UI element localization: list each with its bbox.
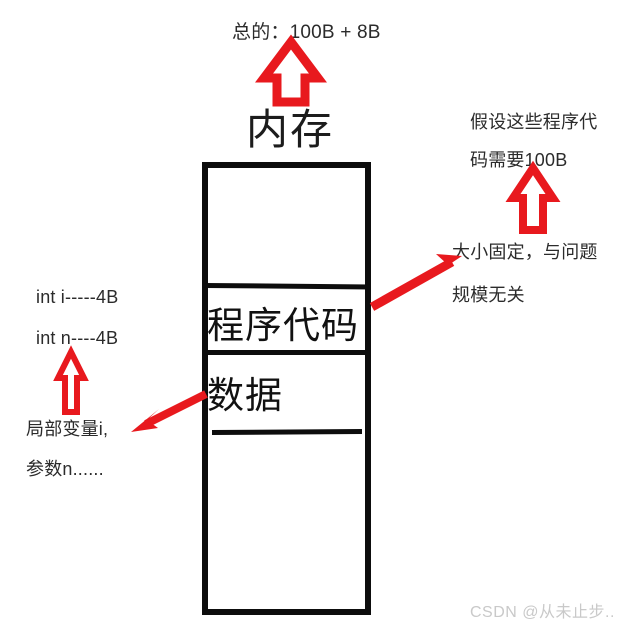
data-label: 数据 bbox=[207, 375, 283, 416]
locals-up-arrow bbox=[53, 345, 89, 415]
page-title: 内存 bbox=[246, 106, 335, 153]
csdn-watermark: CSDN @从未止步.. bbox=[470, 604, 615, 621]
segment-divider-middle bbox=[203, 350, 371, 355]
int-i-size-label: int i-----4B bbox=[36, 287, 119, 307]
fixed-size-note-line2: 规模无关 bbox=[452, 285, 525, 305]
code-size-up-arrow bbox=[505, 160, 561, 234]
segment-divider-bottom bbox=[211, 428, 363, 435]
data-to-note-arrow bbox=[131, 390, 208, 432]
code-size-note-line2: 码需要100B bbox=[470, 150, 568, 170]
program-code-label: 程序代码 bbox=[207, 305, 359, 346]
local-variable-note-line1: 局部变量i, bbox=[26, 419, 109, 439]
int-n-size-label: int n----4B bbox=[36, 328, 119, 348]
total-up-arrow bbox=[255, 34, 327, 107]
code-size-note-line1: 假设这些程序代 bbox=[470, 112, 598, 132]
total-memory-label: 总的：100B + 8B bbox=[232, 22, 381, 43]
code-to-note-arrow bbox=[369, 254, 462, 311]
memory-box bbox=[202, 162, 371, 615]
local-variable-note-line2: 参数n...... bbox=[26, 459, 104, 479]
fixed-size-note-line1: 大小固定，与问题 bbox=[452, 242, 598, 262]
